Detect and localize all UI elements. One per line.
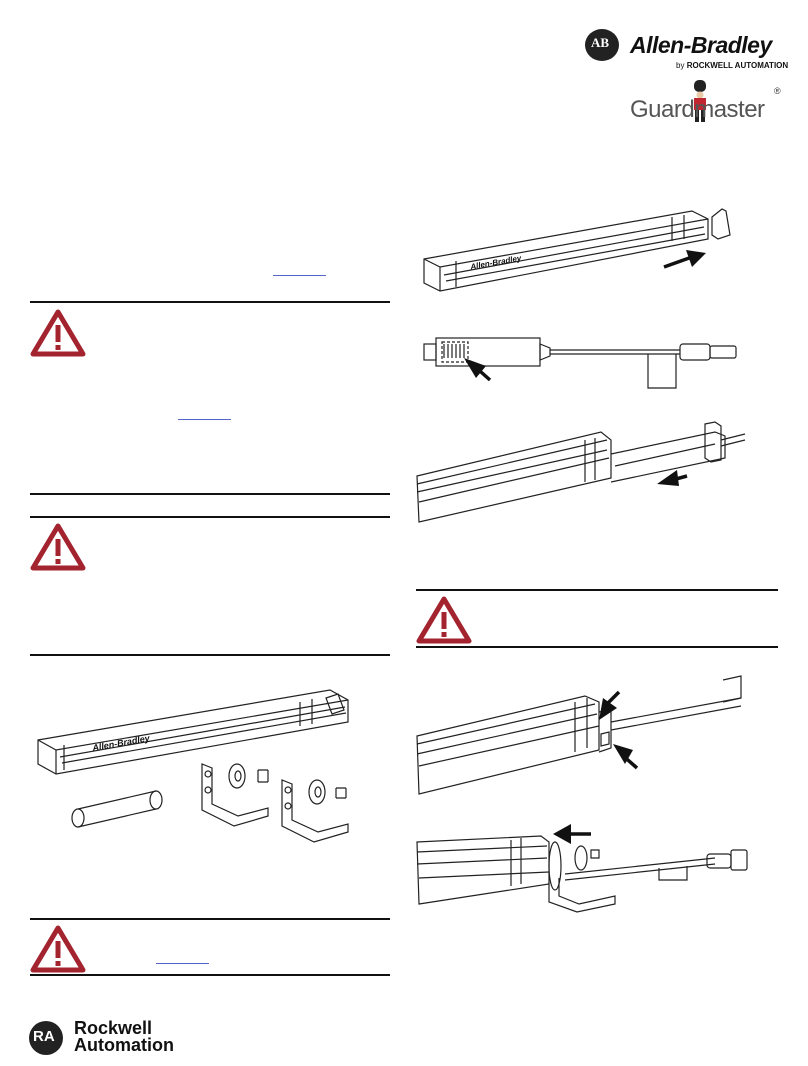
kit-contents-illustration <box>37 689 349 843</box>
hyperlink-underline[interactable] <box>156 963 209 964</box>
hyperlink-underline[interactable] <box>273 275 326 276</box>
end-cap-removal-illustration <box>423 208 731 292</box>
ab-logo-icon <box>585 29 619 61</box>
section-rule <box>30 974 390 976</box>
bracket-tab-illustration <box>416 675 742 795</box>
registered-mark: ® <box>774 86 781 96</box>
company-name: Rockwell Automation <box>74 1018 174 1055</box>
product-line-name: Guardmaster <box>630 96 765 123</box>
ab-badge-text: AB <box>591 35 610 50</box>
section-rule <box>30 918 390 920</box>
ra-badge-text: RA <box>33 1028 55 1045</box>
section-rule <box>416 589 778 591</box>
hyperlink-underline[interactable] <box>178 419 231 420</box>
brand-name: Allen-Bradley <box>630 32 772 58</box>
rockwell-logo-icon <box>29 1021 63 1055</box>
warning-triangle-icon <box>30 925 86 973</box>
warning-triangle-icon <box>30 523 86 571</box>
section-rule <box>30 301 390 303</box>
section-rule <box>30 654 390 656</box>
warning-triangle-icon <box>416 596 472 644</box>
connector-cable-illustration <box>423 337 737 389</box>
section-rule <box>416 646 778 648</box>
warning-triangle-icon <box>30 309 86 357</box>
guard-figure-icon <box>694 80 706 122</box>
bar-insertion-illustration <box>416 421 746 523</box>
section-rule <box>30 493 390 495</box>
brand-byline: by ROCKWELL AUTOMATION <box>676 61 789 70</box>
section-rule <box>30 516 390 518</box>
mounting-illustration <box>416 824 748 913</box>
